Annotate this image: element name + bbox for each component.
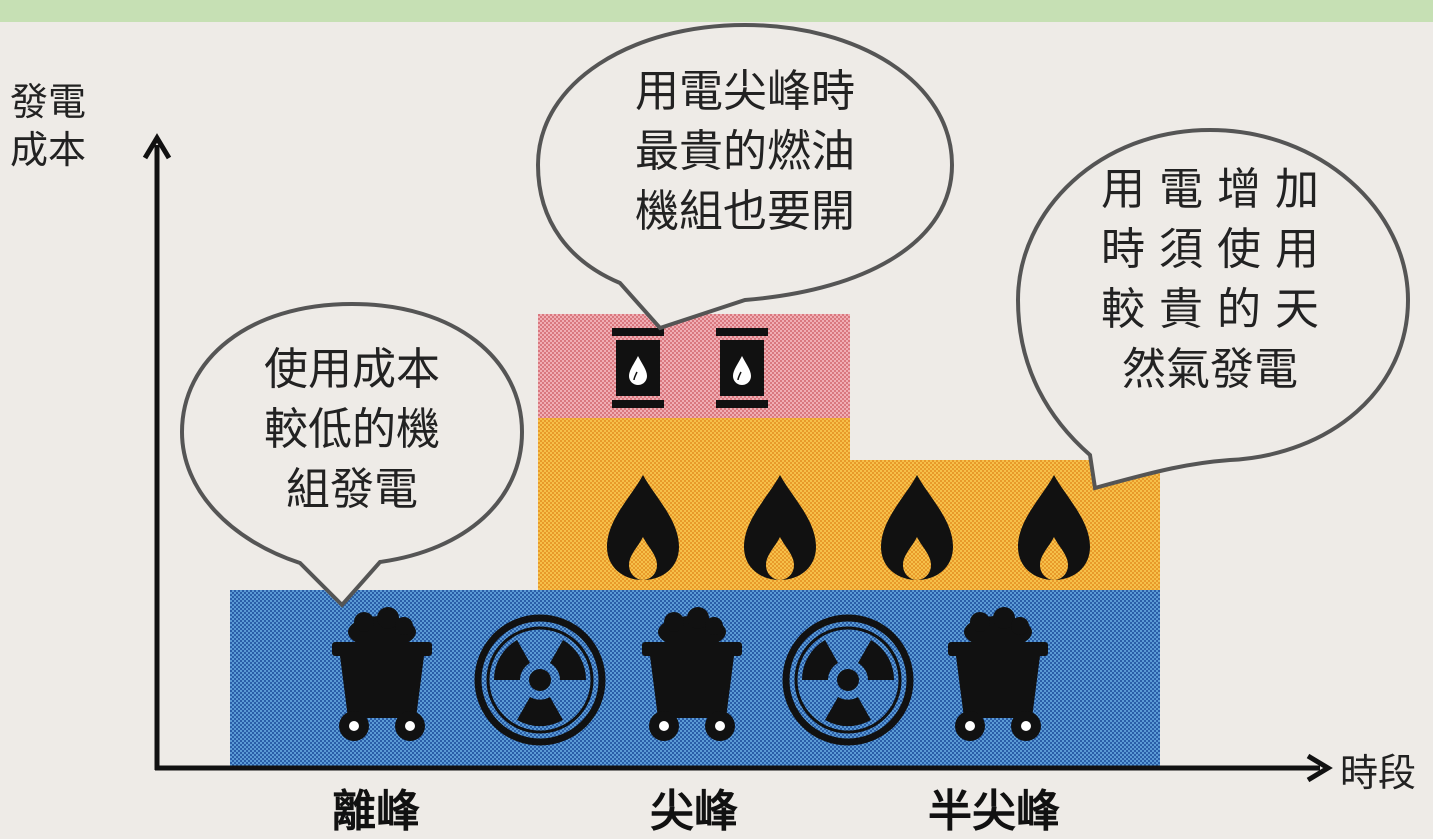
x-axis-label: 時段 — [1340, 751, 1417, 795]
bubble-text-line: 然氣發電 — [1122, 344, 1298, 395]
bubble-text-line: 時 須 使 用 — [1101, 224, 1319, 275]
bubble-text-line: 用電尖峰時 — [635, 66, 855, 117]
y-axis-label-line: 發電 — [10, 80, 87, 124]
speech-bubble-mid — [1015, 127, 1411, 491]
y-axis-label-line: 成本 — [10, 128, 87, 172]
speech-bubble-base — [179, 301, 525, 608]
bubble-text-line: 較 貴 的 天 — [1101, 284, 1319, 335]
oil-barrel-icon — [611, 327, 665, 409]
y-axis-arrow — [142, 133, 172, 160]
bubble-text-line: 用 電 增 加 — [1101, 164, 1319, 215]
period-label-peak: 尖峰 — [650, 786, 738, 837]
bubble-peak-text: 用電尖峰時 最貴的燃油 機組也要開 — [590, 62, 900, 242]
y-axis-label: 發電 成本 — [10, 78, 110, 174]
period-label-midpeak: 半尖峰 — [928, 786, 1060, 837]
x-axis-arrow — [1306, 753, 1333, 783]
bubble-text-line: 最貴的燃油 — [635, 126, 855, 177]
bubble-mid-text: 用 電 增 加 時 須 使 用 較 貴 的 天 然氣發電 — [1060, 160, 1360, 400]
bubble-text-line: 組發電 — [286, 464, 418, 515]
speech-bubble-peak — [535, 22, 955, 331]
period-label-offpeak: 離峰 — [332, 786, 420, 837]
bubble-text-line: 使用成本 — [264, 344, 440, 395]
oil-layer — [538, 314, 850, 418]
bubble-text-line: 較低的機 — [264, 404, 440, 455]
bubble-text-line: 機組也要開 — [635, 186, 855, 237]
oil-barrel-icon — [715, 327, 769, 409]
gas-layer — [538, 418, 1160, 590]
top-bar — [0, 0, 1433, 22]
bubble-base-text: 使用成本 較低的機 組發電 — [222, 340, 482, 520]
